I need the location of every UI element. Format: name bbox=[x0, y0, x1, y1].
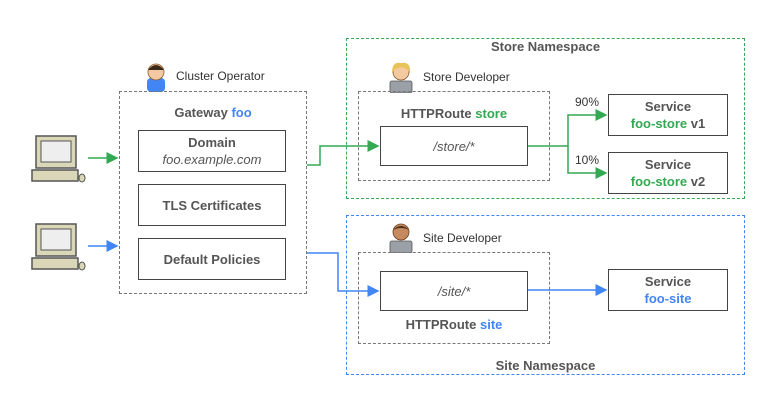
desktop-computer-icon bbox=[28, 222, 86, 278]
tls-certificates-label: TLS Certificates bbox=[162, 197, 262, 213]
gateway-title-prefix: Gateway bbox=[174, 105, 228, 120]
site-namespace bbox=[346, 215, 745, 375]
site-namespace-title: Site Namespace bbox=[495, 358, 596, 373]
service-version: v1 bbox=[690, 116, 706, 131]
service-name-line: foo-store v2 bbox=[631, 173, 705, 190]
store-split-v1: 90% bbox=[575, 95, 600, 109]
site-path: /site/* bbox=[437, 283, 471, 299]
service-title: Service bbox=[644, 274, 692, 289]
site-httproute-prefix: HTTPRoute bbox=[405, 317, 477, 332]
store-httproute-title: HTTPRoute store bbox=[358, 106, 550, 121]
site-path-box[interactable]: /site/* bbox=[380, 271, 528, 311]
gateway-to-store-route-arrow bbox=[307, 140, 380, 166]
gateway-title: Gateway foo bbox=[119, 105, 307, 120]
site-httproute-name: site bbox=[480, 317, 503, 332]
site-developer-label: Site Developer bbox=[423, 231, 502, 245]
store-namespace bbox=[346, 38, 745, 199]
store-split-v2: 10% bbox=[575, 153, 600, 167]
domain-box[interactable]: Domain foo.example.com bbox=[138, 130, 286, 172]
service-foo-store-v1[interactable]: Service foo-store v1 bbox=[608, 94, 728, 136]
site-httproute-title: HTTPRoute site bbox=[358, 317, 550, 332]
store-namespace-title: Store Namespace bbox=[490, 39, 601, 54]
default-policies-box[interactable]: Default Policies bbox=[138, 238, 286, 280]
domain-value: foo.example.com bbox=[162, 152, 262, 167]
default-policies-label: Default Policies bbox=[163, 251, 261, 267]
store-route-to-v1-arrow bbox=[527, 109, 608, 147]
domain-label: Domain bbox=[188, 135, 236, 150]
service-foo-store-v2[interactable]: Service foo-store v2 bbox=[608, 152, 728, 194]
store-route-to-v2-arrow bbox=[567, 146, 608, 179]
site-httproute-container bbox=[358, 252, 550, 344]
store-path-box[interactable]: /store/* bbox=[380, 126, 528, 166]
person-with-laptop-icon bbox=[386, 61, 416, 94]
service-name: foo-site bbox=[644, 291, 692, 306]
store-developer-label: Store Developer bbox=[423, 70, 510, 84]
service-name-line: foo-store v1 bbox=[631, 115, 705, 132]
service-foo-site[interactable]: Service foo-site bbox=[608, 269, 728, 311]
service-title: Service bbox=[644, 99, 692, 114]
store-httproute-container bbox=[358, 91, 550, 181]
service-name: foo-store bbox=[630, 174, 688, 189]
person-with-laptop-icon bbox=[386, 221, 416, 254]
store-httproute-prefix: HTTPRoute bbox=[400, 106, 472, 121]
gateway-container bbox=[119, 91, 307, 294]
service-title: Service bbox=[644, 157, 692, 172]
service-version: v2 bbox=[690, 174, 706, 189]
gateway-name: foo bbox=[231, 105, 252, 120]
service-name: foo-store bbox=[630, 116, 688, 131]
person-icon bbox=[141, 60, 171, 92]
store-path: /store/* bbox=[433, 138, 475, 154]
desktop-computer-icon bbox=[28, 134, 86, 190]
cluster-operator-label: Cluster Operator bbox=[176, 69, 265, 83]
tls-certificates-box[interactable]: TLS Certificates bbox=[138, 184, 286, 226]
store-httproute-name: store bbox=[475, 106, 508, 121]
